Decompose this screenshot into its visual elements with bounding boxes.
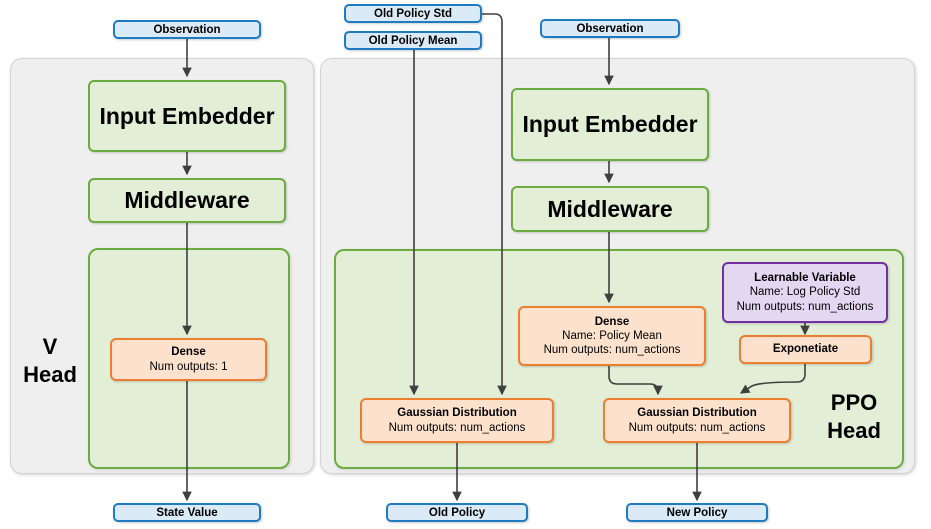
output-new-policy[interactable]: New Policy [626,503,768,522]
v-head-group-label: V Head [16,333,84,388]
ppo-learnable-variable-node[interactable]: Learnable Variable Name: Log Policy Std … [722,262,888,323]
ppo-dense-policy-mean-num-outputs: Num outputs: num_actions [543,344,681,356]
ppo-dense-policy-mean-name: Name: Policy Mean [562,329,662,342]
v-dense-title: Dense [171,346,206,359]
v-head-group-label-line2: Head [23,361,77,387]
ppo-gaussian-new-title: Gaussian Distribution [637,407,757,420]
v-dense-num-outputs: Num outputs: 1 [149,360,228,373]
v-dense-node[interactable]: Dense Num outputs: 1 [110,338,267,381]
output-old-policy[interactable]: Old Policy [386,503,528,522]
ppo-dense-policy-mean-title: Dense [594,315,630,328]
ppo-gaussian-new-num-outputs: Num outputs: num_actions [628,421,766,434]
input-old-policy-std[interactable]: Old Policy Std [344,4,482,23]
input-old-policy-std-label: Old Policy Std [374,7,452,20]
ppo-middleware-node[interactable]: Middleware [511,186,709,232]
ppo-gaussian-old-node[interactable]: Gaussian Distribution Num outputs: num_a… [360,398,554,443]
ppo-gaussian-old-num-outputs: Num outputs: num_actions [388,421,526,434]
ppo-exponetiate-node[interactable]: Exponetiate [739,335,872,364]
input-observation-ppo-label: Observation [576,22,644,35]
ppo-dense-policy-mean-node[interactable]: Dense Name: Policy Mean Num outputs: num… [518,306,706,366]
v-middleware-label: Middleware [124,187,250,214]
ppo-middleware-label: Middleware [547,195,673,222]
ppo-learnable-variable-name: Name: Log Policy Std [749,286,861,299]
output-state-value-label: State Value [156,506,218,519]
output-new-policy-label: New Policy [666,506,728,519]
v-input-embedder-node[interactable]: Input Embedder [88,80,286,152]
ppo-head-group-label: PPO Head [816,389,892,444]
v-head-group-label-line1: V [42,334,58,359]
input-observation-v[interactable]: Observation [113,20,261,39]
input-old-policy-mean-label: Old Policy Mean [368,34,458,47]
v-middleware-node[interactable]: Middleware [88,178,286,223]
ppo-gaussian-new-node[interactable]: Gaussian Distribution Num outputs: num_a… [603,398,791,443]
input-observation-ppo[interactable]: Observation [540,19,680,38]
input-old-policy-mean[interactable]: Old Policy Mean [344,31,482,50]
ppo-head-group-label-line1: PPO [830,390,878,415]
ppo-learnable-variable-num-outputs: Num outputs: num_actions [736,300,874,313]
ppo-input-embedder-node[interactable]: Input Embedder [511,88,709,161]
ppo-exponetiate-title: Exponetiate [772,343,839,356]
output-old-policy-label: Old Policy [428,506,486,519]
output-state-value[interactable]: State Value [113,503,261,522]
ppo-gaussian-old-title: Gaussian Distribution [397,407,517,420]
ppo-learnable-variable-title: Learnable Variable [754,272,856,285]
ppo-input-embedder-label: Input Embedder [522,111,698,138]
ppo-head-group-label-line2: Head [827,417,881,443]
v-input-embedder-label: Input Embedder [99,102,275,129]
input-observation-v-label: Observation [153,23,221,36]
